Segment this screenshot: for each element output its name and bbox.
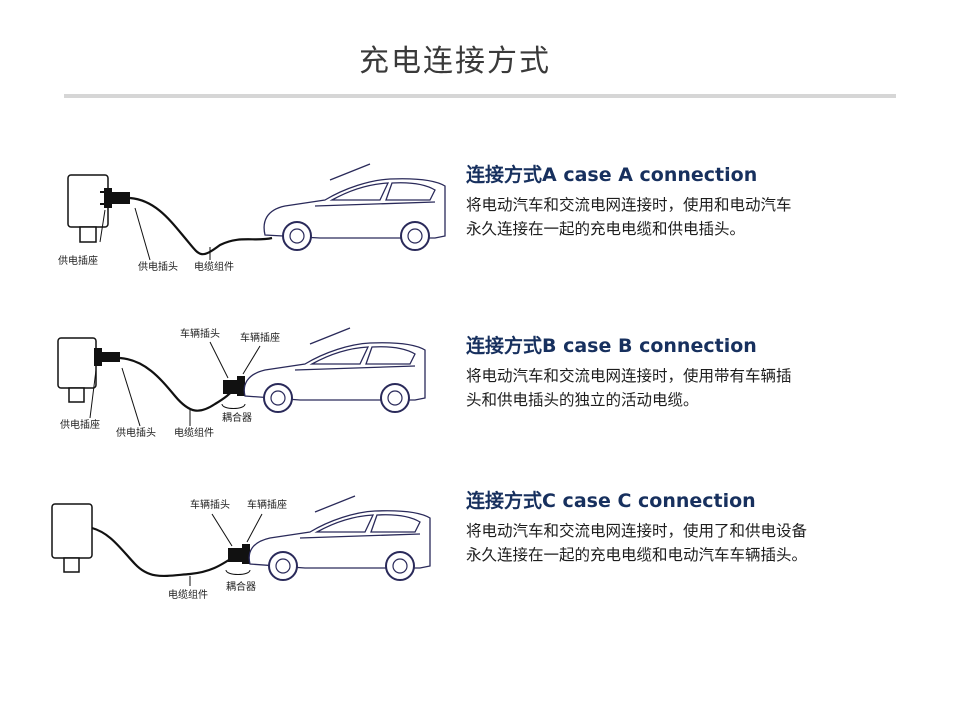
rear-wheel — [385, 551, 415, 581]
charging-cable — [91, 526, 236, 578]
supply-equipment-box — [51, 503, 93, 573]
section-body-line: 头和供电插头的独立的活动电缆。 — [466, 391, 699, 409]
section-heading: 连接方式B case B connection — [466, 335, 757, 357]
section-case-b: 连接方式B case B connection 将电动汽车和交流电网连接时，使用… — [466, 331, 936, 412]
label-supply-plug: 供电插头 — [116, 426, 156, 439]
front-wheel — [268, 551, 298, 581]
section-case-c: 连接方式C case C connection 将电动汽车和交流电网连接时，使用… — [466, 486, 936, 567]
supply-socket-box — [57, 337, 97, 403]
title-divider — [64, 94, 896, 98]
vehicle-coupler — [221, 376, 246, 409]
label-vehicle-plug: 车辆插头 — [180, 327, 220, 340]
charging-cable — [119, 356, 236, 412]
section-body-line: 将电动汽车和交流电网连接时，使用带有车辆插 — [466, 367, 792, 385]
label-supply-socket: 供电插座 — [58, 254, 98, 267]
front-wheel — [282, 221, 312, 251]
label-supply-socket: 供电插座 — [60, 418, 100, 431]
diagram-case-a: 供电插座 供电插头 电缆组件 — [40, 150, 450, 300]
page-title: 充电连接方式 — [359, 44, 551, 79]
electric-car — [243, 327, 426, 413]
section-body-line: 永久连接在一起的充电电缆和供电插头。 — [466, 220, 746, 238]
rear-wheel — [400, 221, 430, 251]
label-cable-assembly: 电缆组件 — [194, 260, 234, 273]
label-vehicle-plug: 车辆插头 — [190, 498, 230, 511]
diagram-case-c: 车辆插头 车辆插座 电缆组件 耦合器 — [40, 478, 450, 628]
label-coupler: 耦合器 — [226, 580, 256, 593]
diagram-case-b: 车辆插头 车辆插座 供电插座 供电插头 电缆组件 耦合器 — [40, 318, 450, 468]
label-coupler: 耦合器 — [222, 411, 252, 424]
supply-plug — [94, 348, 120, 366]
label-cable-assembly: 电缆组件 — [168, 588, 208, 601]
front-wheel — [263, 383, 293, 413]
electric-car — [248, 495, 431, 581]
charging-cable — [129, 196, 273, 256]
section-heading: 连接方式C case C connection — [466, 490, 756, 512]
section-body-line: 将电动汽车和交流电网连接时，使用和电动汽车 — [466, 196, 792, 214]
label-vehicle-socket: 车辆插座 — [247, 498, 287, 511]
section-case-a: 连接方式A case A connection 将电动汽车和交流电网连接时，使用… — [466, 160, 936, 241]
label-supply-plug: 供电插头 — [138, 260, 178, 273]
supply-plug — [100, 188, 130, 208]
section-body-line: 将电动汽车和交流电网连接时，使用了和供电设备 — [466, 522, 808, 540]
rear-wheel — [380, 383, 410, 413]
section-body-line: 永久连接在一起的充电电缆和电动汽车车辆插头。 — [466, 546, 808, 564]
electric-car — [263, 163, 446, 251]
label-cable-assembly: 电缆组件 — [174, 426, 214, 439]
vehicle-coupler — [225, 544, 251, 575]
section-heading: 连接方式A case A connection — [466, 164, 758, 186]
label-vehicle-socket: 车辆插座 — [240, 331, 280, 344]
